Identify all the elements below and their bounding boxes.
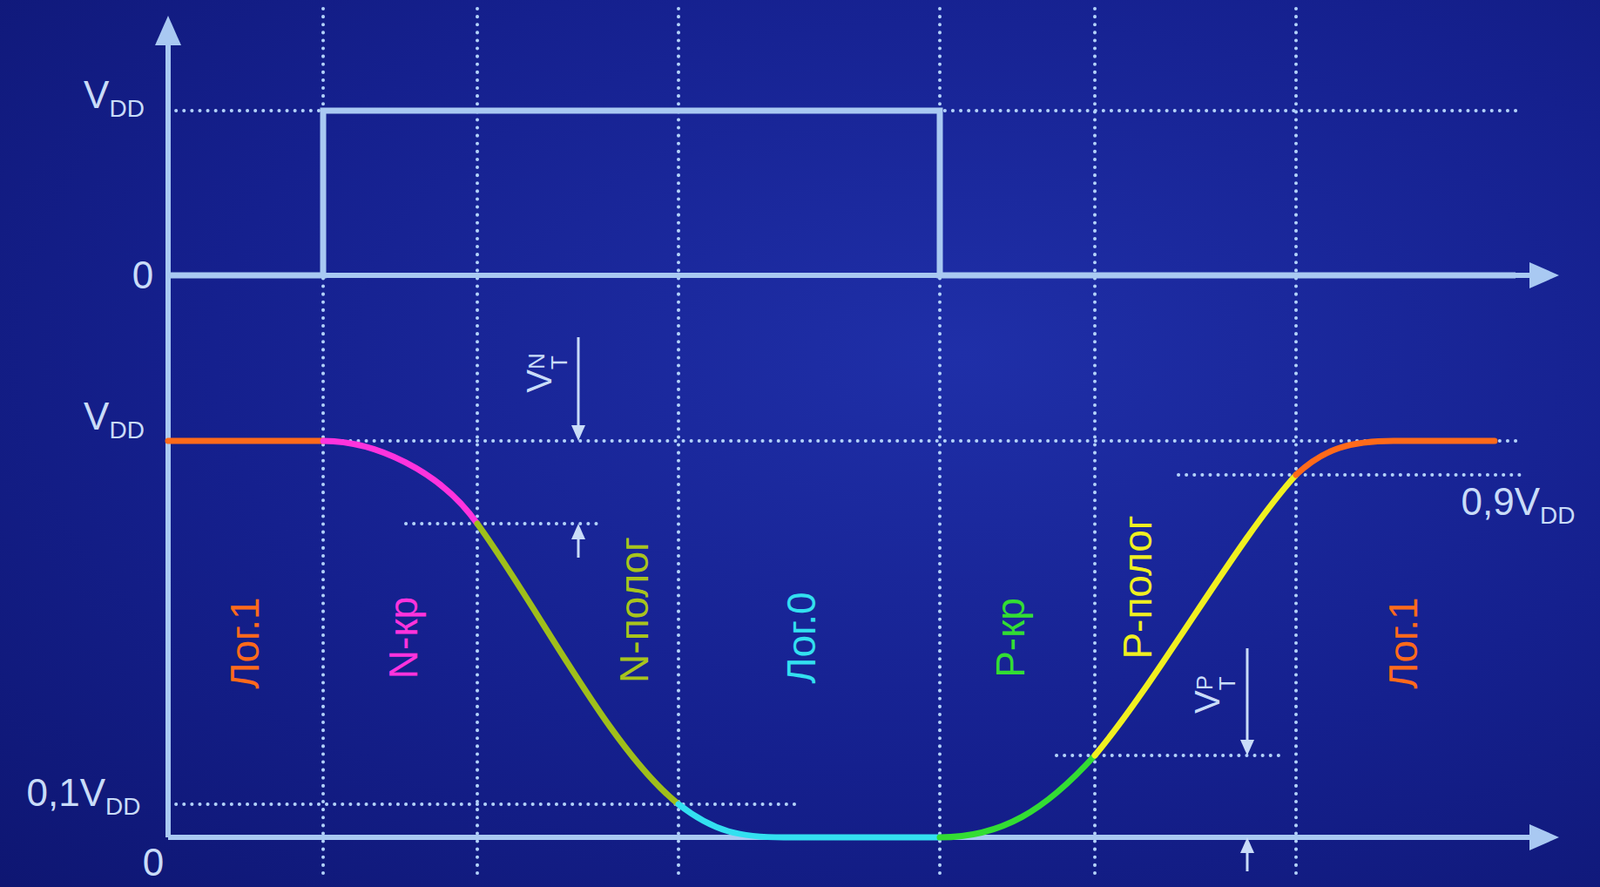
label-group: VDD [83,397,145,443]
voltage-subscript: DD [1539,501,1575,529]
threshold-label: V [519,369,559,393]
voltage-label: V [83,394,109,438]
region-label: N-кр [380,596,426,679]
label-group: Лог.0 [781,591,822,683]
voltage-label: 0,1V [27,770,107,814]
threshold-superscript: N [525,352,548,370]
axis-value: 0 [132,253,154,297]
index-stack: PT [1193,675,1239,690]
label-group: 0,1VDD [27,773,142,819]
label-group: Лог.1 [1383,596,1424,689]
threshold-superscript: P [1193,675,1216,690]
voltage-label: V [83,73,109,116]
label-group: N-кр [383,596,424,679]
axis-arrowheads [155,15,1560,851]
threshold-arrows [571,337,1255,871]
label-group: 0,9VDD [1461,482,1576,528]
label-group: N-полог [614,536,655,683]
region-label: P-кр [987,597,1033,678]
label-group: 0 [142,843,164,882]
axis-value: 0 [142,840,164,884]
threshold-label: V [1188,689,1227,714]
label-group: P-полог [1117,514,1158,659]
axes [168,34,1538,838]
voltage-subscript: DD [108,416,144,444]
voltage-label: 0,9V [1461,479,1541,523]
label-group: VDD [83,75,145,122]
label-group: VPT [1189,675,1239,714]
input-pulse [168,110,1516,276]
threshold-subscript: T [1215,675,1239,690]
grid-lines [168,8,1521,873]
region-label: Лог.1 [222,596,268,689]
voltage-subscript: DD [105,792,141,820]
index-stack: NT [525,352,571,370]
threshold-subscript: T [547,352,571,370]
output-curve [168,440,1495,838]
label-group: VNT [521,352,571,392]
region-label: P-полог [1114,514,1161,659]
region-label: N-полог [611,536,657,683]
label-group: 0 [132,256,154,295]
label-group: P-кр [990,597,1031,678]
region-label: Лог.1 [1380,596,1426,689]
label-group: Лог.1 [224,596,265,689]
voltage-subscript: DD [108,94,144,122]
region-label: Лог.0 [778,591,824,683]
